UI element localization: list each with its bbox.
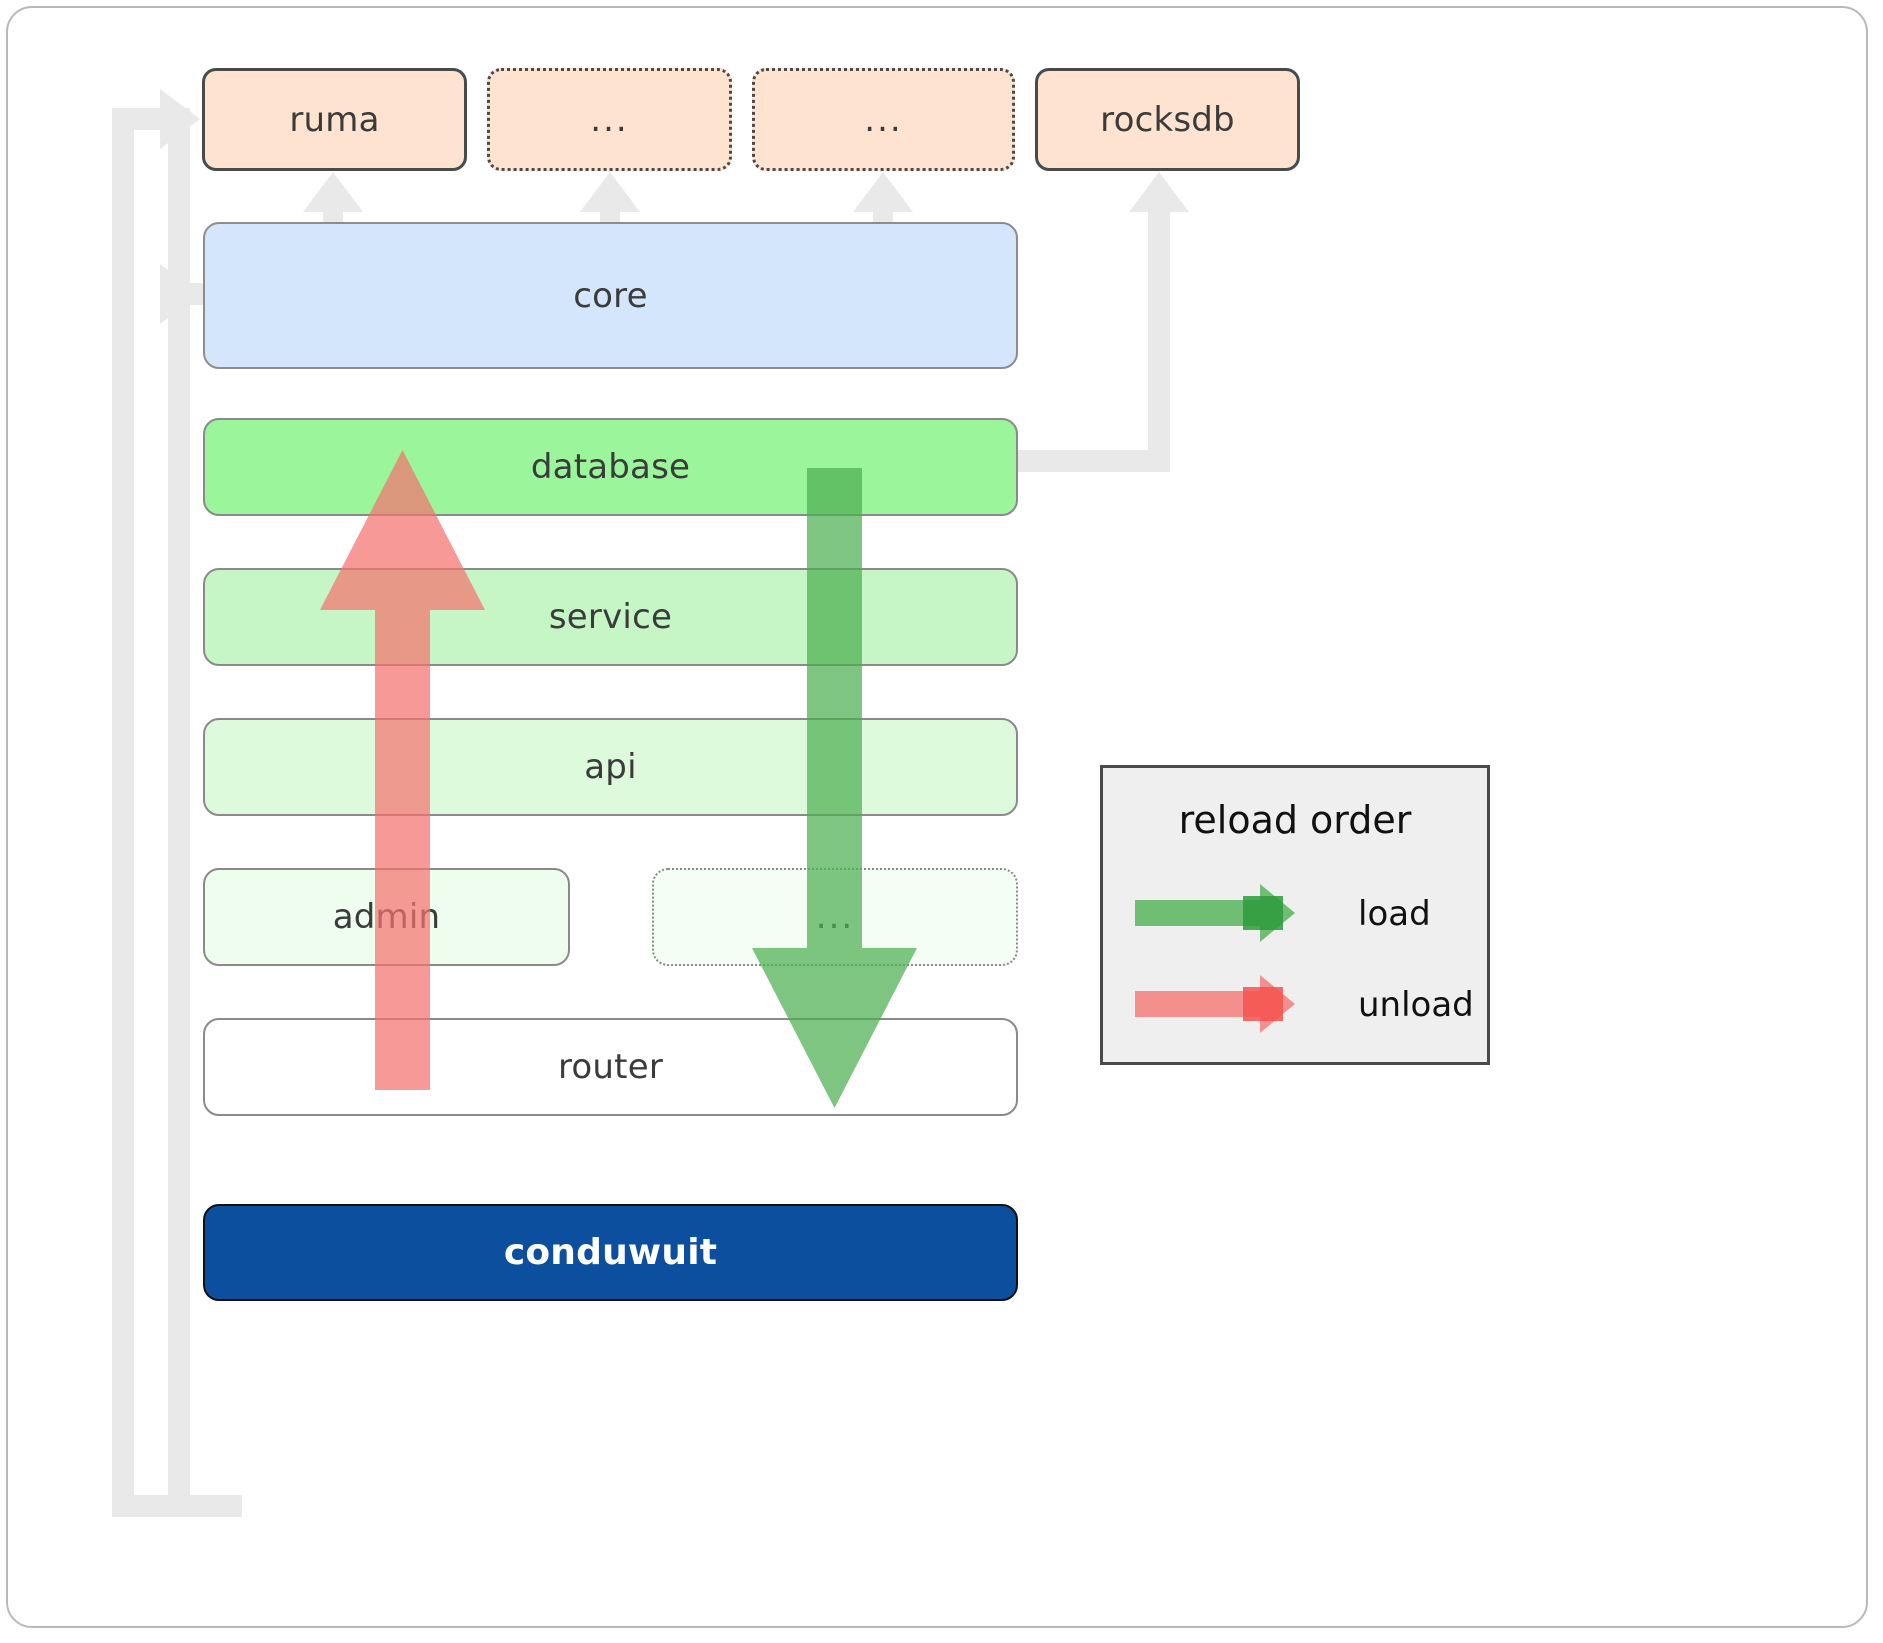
layer-box-router[interactable]: router bbox=[203, 1018, 1018, 1116]
ext-box-rocksdb[interactable]: rocksdb bbox=[1035, 68, 1300, 171]
unload-flow-arrow bbox=[320, 450, 485, 1090]
ext-box-rocksdb-label: rocksdb bbox=[1100, 99, 1235, 140]
load-flow-arrow bbox=[752, 468, 917, 1108]
connector-core-to-ext-a-head bbox=[580, 172, 640, 212]
ext-box-ruma[interactable]: ruma bbox=[202, 68, 467, 171]
connector-riser-core bbox=[168, 108, 190, 1517]
connector-core-to-ext-b-head bbox=[853, 172, 913, 212]
layer-box-database-label: database bbox=[530, 447, 691, 487]
legend-title: reload order bbox=[1178, 798, 1412, 842]
ext-box-ruma-label: ruma bbox=[289, 99, 380, 140]
application-box-conduwuit-label: conduwuit bbox=[503, 1232, 718, 1273]
ext-box-ext-b[interactable]: ... bbox=[752, 68, 1015, 171]
application-box-conduwuit[interactable]: conduwuit bbox=[203, 1204, 1018, 1301]
legend-swatch-unload bbox=[1135, 975, 1335, 1033]
connector-database-to-rocksdb-horizontal bbox=[1010, 450, 1170, 472]
connector-core-to-ruma-head bbox=[303, 172, 363, 212]
layer-box-router-label: router bbox=[557, 1047, 663, 1087]
legend-swatch-load bbox=[1135, 884, 1335, 942]
legend-panel: reload order load unload bbox=[1100, 765, 1490, 1065]
ext-box-ext-a-label: ... bbox=[590, 99, 629, 140]
ext-box-ext-b-label: ... bbox=[864, 99, 903, 140]
core-box[interactable]: core bbox=[203, 222, 1018, 369]
connector-trunk-vertical bbox=[112, 108, 134, 1517]
connector-arrowhead-core bbox=[160, 264, 200, 324]
layer-box-database[interactable]: database bbox=[203, 418, 1018, 516]
layer-box-service-label: service bbox=[548, 597, 673, 637]
core-box-label: core bbox=[573, 275, 648, 316]
layer-box-api-label: api bbox=[584, 747, 637, 787]
connector-database-to-rocksdb-vertical bbox=[1148, 200, 1170, 472]
layer-box-api[interactable]: api bbox=[203, 718, 1018, 816]
connector-arrowhead-rocksdb bbox=[1129, 172, 1189, 212]
legend-label-unload: unload bbox=[1358, 985, 1474, 1025]
legend-label-load: load bbox=[1358, 894, 1431, 934]
ext-box-ext-a[interactable]: ... bbox=[487, 68, 732, 171]
